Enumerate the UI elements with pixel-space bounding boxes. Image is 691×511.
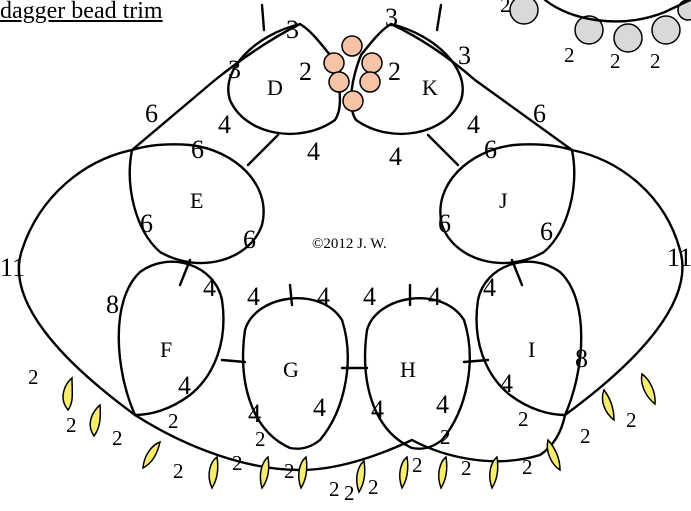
count: 2 [168, 409, 179, 433]
count: 4 [483, 273, 496, 302]
count: 6 [533, 99, 546, 128]
diagram-title: dagger bead trim [0, 0, 165, 25]
ring-f [117, 260, 225, 417]
count: 4 [248, 399, 261, 428]
count: 3 [458, 41, 471, 70]
count: 4 [218, 110, 231, 139]
count: 2 [284, 459, 295, 483]
count: 2 [580, 424, 591, 448]
count: 2 [500, 0, 511, 17]
count: 2 [112, 426, 123, 450]
center-beads [323, 35, 383, 112]
count: 6 [540, 217, 553, 246]
bottom-chain [133, 413, 567, 472]
count: 4 [500, 369, 513, 398]
count: 4 [436, 390, 449, 419]
count: 4 [467, 110, 480, 139]
count: 4 [428, 282, 441, 311]
count: 8 [575, 344, 588, 373]
count: 11 [667, 243, 691, 272]
corner-beads [509, 0, 691, 53]
count: 4 [313, 393, 326, 422]
ring-i [475, 260, 583, 417]
count: 2 [329, 477, 340, 501]
ring-label-i: I [528, 337, 535, 362]
count: 2 [255, 427, 266, 451]
corner-chain [543, 0, 691, 23]
count: 6 [438, 209, 451, 238]
count: 4 [307, 137, 320, 166]
ring-g [241, 297, 349, 450]
count: 2 [388, 57, 401, 86]
count: 2 [28, 365, 39, 389]
count: 4 [363, 282, 376, 311]
count: 2 [440, 425, 451, 449]
count: 6 [243, 225, 256, 254]
count: 2 [626, 408, 637, 432]
count: 2 [173, 459, 184, 483]
count: 6 [140, 209, 153, 238]
count: 2 [610, 49, 621, 73]
ring-j [439, 143, 576, 265]
connector-lines [178, 3, 524, 370]
count: 2 [299, 57, 312, 86]
count: 2 [412, 453, 423, 477]
count: 2 [518, 407, 529, 431]
ring-k [349, 22, 464, 135]
count: 4 [203, 273, 216, 302]
ring-d [227, 22, 342, 135]
count: 4 [371, 395, 384, 424]
count: 2 [564, 43, 575, 67]
count: 8 [106, 290, 119, 319]
count: 3 [385, 3, 398, 32]
count: 6 [484, 135, 497, 164]
ring-label-j: J [499, 188, 508, 213]
count: 4 [247, 282, 260, 311]
count: 4 [317, 282, 330, 311]
count: 11 [0, 253, 25, 282]
count: 3 [228, 55, 241, 84]
ring-label-h: H [400, 357, 416, 382]
count: 4 [389, 142, 402, 171]
count: 2 [344, 481, 355, 505]
count: 2 [368, 475, 379, 499]
count: 2 [522, 455, 533, 479]
count: 6 [191, 135, 204, 164]
count: 6 [145, 99, 158, 128]
dagger-beads [62, 372, 656, 494]
ring-label-k: K [422, 75, 438, 100]
count: 2 [232, 451, 243, 475]
outer-chain [17, 22, 684, 417]
count: 2 [650, 49, 661, 73]
count: 3 [286, 15, 299, 44]
count: 2 [66, 413, 77, 437]
count: 4 [178, 371, 191, 400]
ring-e [128, 143, 265, 265]
ring-h [363, 297, 471, 450]
ring-label-d: D [267, 75, 283, 100]
count: 2 [461, 456, 472, 480]
ring-label-f: F [160, 337, 172, 362]
ring-label-g: G [283, 357, 299, 382]
ring-label-e: E [190, 188, 203, 213]
copyright: ©2012 J. W. [312, 236, 387, 252]
